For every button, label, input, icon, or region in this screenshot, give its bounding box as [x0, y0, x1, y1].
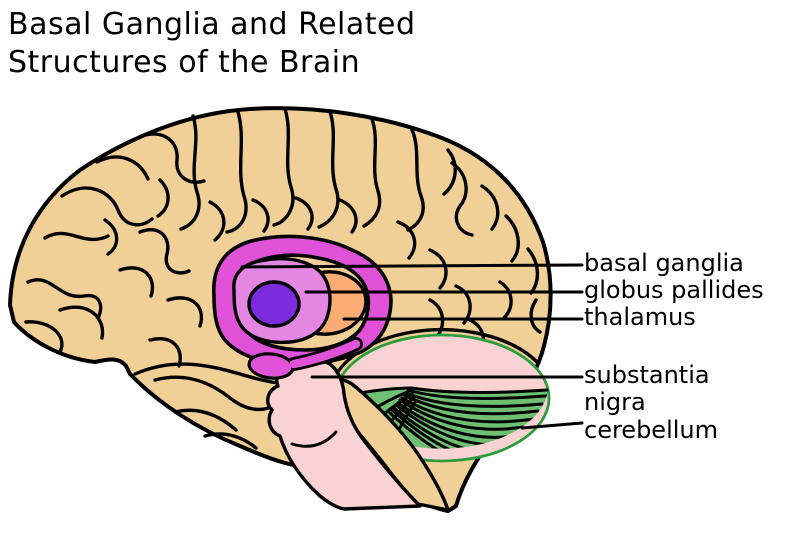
label-globus-pallides: globus pallides: [584, 276, 764, 304]
label-thalamus: thalamus: [584, 303, 696, 331]
leader-line-cerebellum: [520, 421, 584, 430]
sulci-lines: [24, 107, 542, 450]
label-cerebellum: cerebellum: [584, 416, 718, 444]
cerebellum-top-boundary: [335, 386, 549, 399]
figure-title: Basal Ganglia and Related Structures of …: [8, 6, 416, 82]
globus-pallides-shape: [247, 280, 301, 328]
brainstem-shape: [266, 353, 422, 511]
basal-ganglia-tail: [247, 337, 363, 380]
figure-title-line1: Basal Ganglia and Related: [8, 7, 416, 42]
figure-title-line2: Structures of the Brain: [8, 45, 361, 81]
label-substantia-nigra-1: substantia: [584, 361, 710, 389]
transverse-fissure-line: [328, 327, 539, 394]
pons-crease-line: [290, 430, 338, 448]
label-substantia-nigra-2: nigra: [584, 388, 646, 416]
label-basal-ganglia: basal ganglia: [584, 249, 744, 277]
leader-line-basal-ganglia: [240, 263, 584, 269]
leader-lines: [240, 263, 584, 430]
